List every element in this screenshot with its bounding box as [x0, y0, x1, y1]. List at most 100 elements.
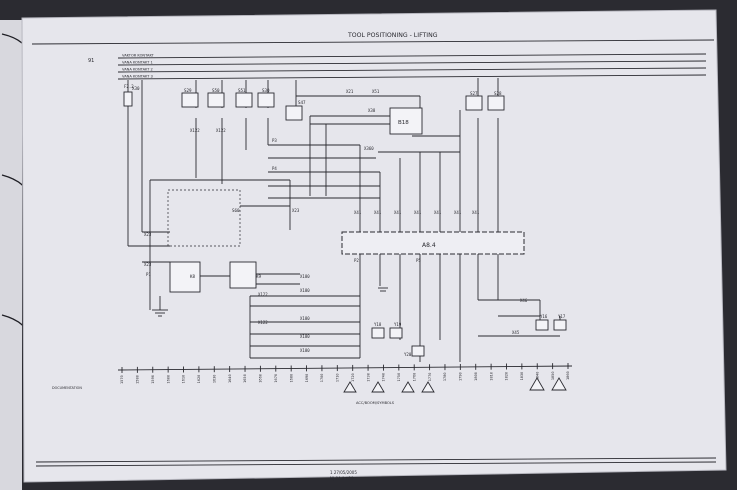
component-label: X360	[364, 146, 374, 151]
column-number: 1820	[505, 372, 509, 381]
switch-symbols	[181, 92, 505, 121]
component-label: S28	[494, 91, 502, 96]
bottom-note: ACC/BOOM/SYMBOLS	[356, 401, 395, 405]
component-label: S27	[470, 91, 478, 96]
lift-down-icon	[371, 381, 385, 393]
component-label: X180	[300, 288, 310, 293]
component-label: X41	[414, 210, 422, 215]
component-label: X122	[216, 128, 226, 133]
column-number: 1830	[520, 372, 524, 381]
component-label: K8	[190, 274, 196, 279]
column-number: 1690	[305, 374, 309, 383]
component-label: Y20	[404, 352, 412, 357]
component-label: X122	[258, 292, 268, 297]
column-number: 1630	[212, 375, 216, 384]
column-number: 1660	[259, 374, 263, 383]
column-number: 1680	[289, 374, 293, 383]
component-labels: X30 S29 S50 S51 S30 S47 S27 S28 S60 K8 K…	[124, 84, 566, 357]
column-number: 1770	[428, 373, 432, 382]
component-label: S50	[212, 88, 220, 93]
s50-switch	[207, 92, 225, 108]
sheet-frame	[31, 39, 717, 467]
column-number: 1620	[197, 375, 201, 384]
component-label: X23	[292, 208, 300, 213]
component-label: X23	[144, 262, 152, 267]
component-label: X180	[300, 334, 310, 339]
component-label: X122	[190, 128, 200, 133]
column-number: 1840	[535, 372, 539, 381]
column-number: 1750	[397, 373, 401, 382]
component-label: X38	[368, 108, 376, 113]
left-note: DOCUMENTATION	[52, 386, 82, 390]
tilt-icon	[401, 381, 415, 393]
component-label: X41	[472, 210, 480, 215]
component-label: X41	[374, 210, 382, 215]
a84-module	[341, 231, 525, 255]
column-number: 1850	[551, 371, 555, 380]
component-label: F2.2	[124, 84, 134, 89]
column-number: 1600	[166, 375, 170, 384]
page-stack-edge	[0, 20, 22, 490]
component-label: Y16	[540, 314, 548, 319]
component-label: X41	[454, 210, 462, 215]
component-label: X21	[346, 89, 354, 94]
component-label: P5	[416, 258, 421, 263]
component-label: X122	[258, 320, 268, 325]
symbol-icons	[343, 377, 567, 393]
bus-lines: VAKTOR KONTAKT VANA KONTAKT 1 VANA KONTA…	[117, 54, 707, 80]
column-number: 1800	[474, 372, 478, 381]
component-label: P4	[272, 166, 277, 171]
a84-label: A8.4	[422, 242, 436, 249]
component-label: X180	[300, 316, 310, 321]
component-label: X41	[394, 210, 402, 215]
component-label: X30	[132, 86, 140, 91]
sheet-title: TOOL POSITIONING - LIFTING	[347, 32, 438, 39]
column-number: 1720	[351, 373, 355, 382]
lift-up-icon	[343, 381, 357, 393]
component-label: Y19	[394, 322, 402, 327]
column-number: 1700	[320, 374, 324, 383]
footer-ref: NJ 04 A / 20	[330, 476, 354, 481]
footer-ref: 1 27/05/2005	[330, 470, 357, 475]
component-label: X46	[520, 298, 528, 303]
component-label: X45	[512, 330, 520, 335]
s47-switch	[285, 105, 303, 121]
column-number: 1640	[228, 374, 232, 383]
s29-switch	[181, 92, 199, 108]
component-label: X23	[144, 232, 152, 237]
component-label: X180	[300, 348, 310, 353]
b18-label: B18	[398, 120, 409, 126]
component-label: P2	[354, 258, 359, 263]
component-label: Y17	[558, 314, 566, 319]
bus-line-label: VANA KONTAKT 3	[122, 75, 153, 79]
column-number: 1580	[136, 375, 140, 384]
component-label: P3	[272, 138, 277, 143]
bus-line-label: VANA KONTAKT 2	[122, 68, 153, 72]
column-number: 1810	[489, 372, 493, 381]
column-number: 1740	[382, 373, 386, 382]
s51-switch	[235, 92, 253, 108]
component-label: S60	[232, 208, 240, 213]
component-label: X51	[372, 89, 380, 94]
component-label: X41	[434, 210, 442, 215]
column-number: 1650	[243, 374, 247, 383]
s27-switch	[465, 95, 483, 111]
column-number: 1760	[412, 373, 416, 382]
component-label: X180	[300, 274, 310, 279]
component-label: Y18	[374, 322, 382, 327]
s28-switch	[487, 95, 505, 111]
warning-icon	[551, 377, 567, 391]
column-number: 1670	[274, 374, 278, 383]
column-number: 1790	[459, 372, 463, 381]
component-label: S47	[298, 100, 306, 105]
column-number: 1610	[182, 375, 186, 384]
b18-module	[389, 107, 423, 135]
component-label: S29	[184, 88, 192, 93]
column-number: 1730	[366, 373, 370, 382]
column-number: 1710	[336, 373, 340, 382]
component-label: K9	[256, 274, 262, 279]
bus-line-label: VAKTOR KONTAKT	[122, 54, 155, 58]
column-number: 1590	[151, 375, 155, 384]
column-number: 1860	[566, 371, 570, 380]
